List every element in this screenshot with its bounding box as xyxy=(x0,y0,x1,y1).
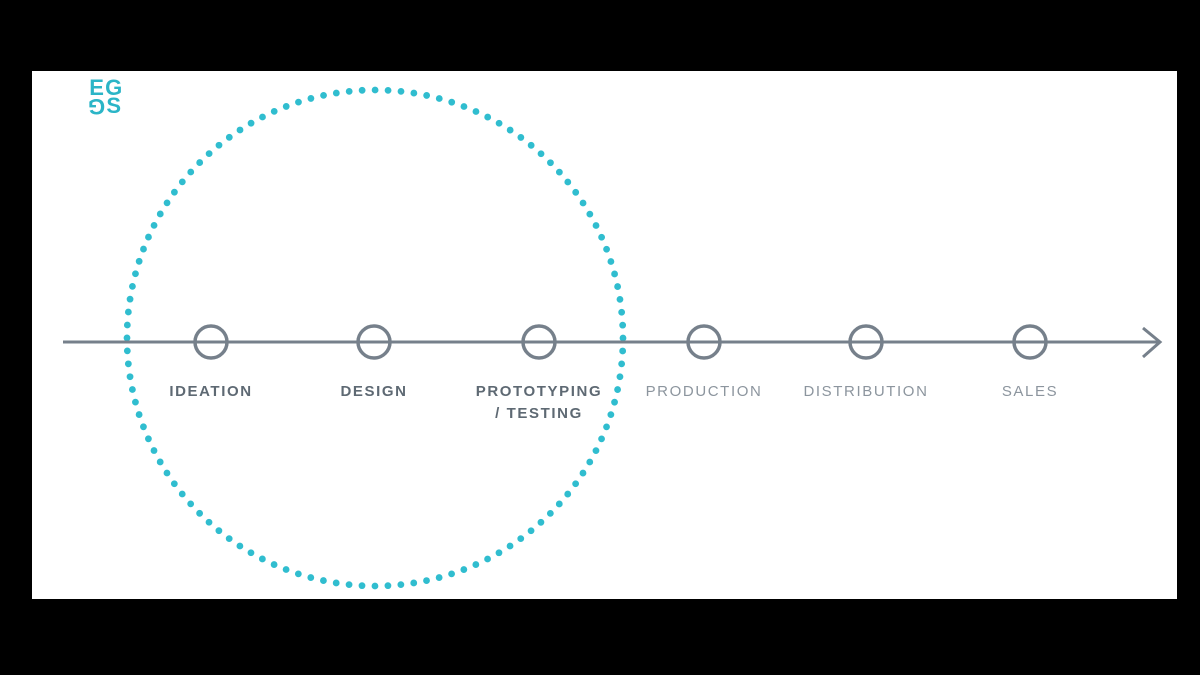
stage-node-prototyping-testing xyxy=(521,324,557,360)
stage-label-ideation: IDEATION xyxy=(169,383,252,400)
stage-node-distribution xyxy=(848,324,884,360)
logo-letter: S xyxy=(106,93,122,118)
lifecycle-timeline-diagram: IDEATION DESIGN PROTOTYPING/ TESTING PRODUC… xyxy=(63,86,1163,590)
stage-node-production xyxy=(686,324,722,360)
stage-node-sales xyxy=(1012,324,1048,360)
stage-label-sales: SALES xyxy=(1002,383,1058,400)
logo-letter: G xyxy=(105,75,123,100)
stage-label-production: PRODUCTION xyxy=(646,383,763,400)
logo-letter: E xyxy=(89,75,104,100)
stage-label-distribution: DISTRIBUTION xyxy=(803,383,928,400)
stage-node-ideation xyxy=(193,324,229,360)
stage-label-prototyping-testing: PROTOTYPING/ TESTING xyxy=(476,383,603,422)
highlight-dotted-circle xyxy=(123,86,627,590)
stage-node-design xyxy=(356,324,392,360)
timeline-arrowhead-icon xyxy=(1142,326,1163,359)
stage-label-design: DESIGN xyxy=(340,383,407,400)
